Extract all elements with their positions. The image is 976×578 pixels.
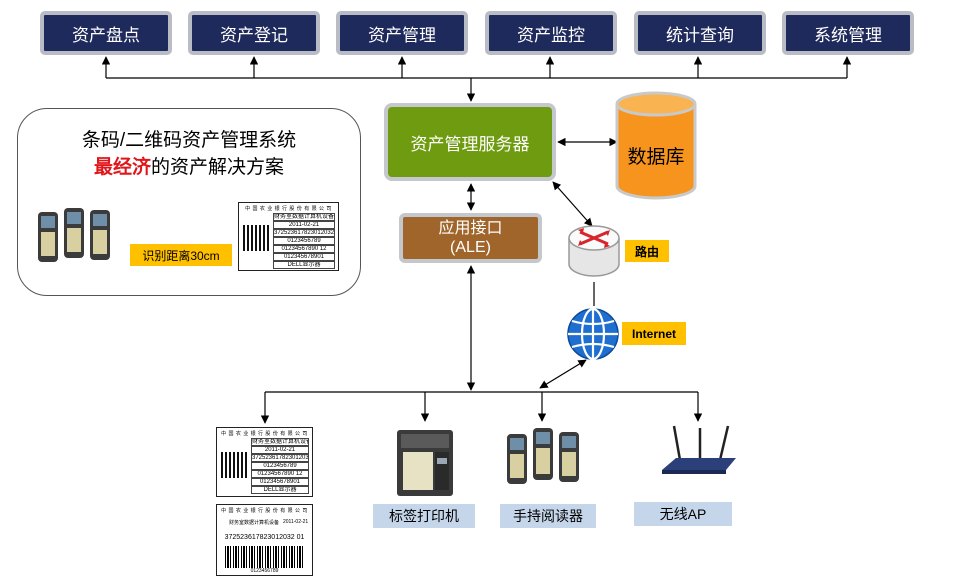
database-label: 数据库 bbox=[627, 147, 685, 168]
promo-label-code2: 01234567890 12 bbox=[273, 245, 335, 253]
database-icon bbox=[615, 91, 697, 200]
barcode-icon bbox=[225, 546, 304, 568]
bottom-asset-label: 中 国 农 业 银 行 股 份 有 限 公 司 财务室数据计算机设备 2011-… bbox=[216, 427, 313, 497]
bottom-label-code2: 01234567890 12 bbox=[251, 470, 309, 478]
promo-label-code: 3725236178230120320​1 bbox=[273, 229, 335, 237]
wireless-ap-icon bbox=[662, 425, 736, 474]
barcode-digits: 0123456789 bbox=[250, 568, 279, 574]
promo-highlight: 最经济 bbox=[93, 157, 151, 178]
module-asset-management[interactable]: 资产管理 bbox=[336, 11, 468, 55]
asset-server-label: 资产管理服务器 bbox=[410, 134, 530, 154]
scan-distance-label: 识别距离30cm bbox=[130, 244, 232, 266]
bottom-label-brand: DELL显示器 bbox=[251, 486, 309, 494]
promo-subtitle-rest: 的资产解决方案 bbox=[151, 157, 285, 178]
barcode-label-company: 中 国 农 业 银 行 股 份 有 限 公 司 bbox=[221, 508, 308, 514]
bottom-label-code: 3725236178230120320​1 bbox=[251, 454, 309, 462]
qr-code-icon bbox=[243, 225, 269, 251]
ale-label-line1: 应用接口 bbox=[438, 220, 503, 237]
barcode-label-number: 372523617823012032 01 bbox=[224, 534, 305, 541]
internet-globe-icon bbox=[567, 307, 619, 361]
promo-label-brand: DELL显示器 bbox=[273, 261, 335, 269]
ap-caption: 无线AP bbox=[634, 502, 732, 526]
handheld-caption: 手持阅读器 bbox=[500, 504, 596, 528]
barcode-label-date: 2011-02-21 bbox=[283, 519, 309, 525]
module-asset-monitoring[interactable]: 资产监控 bbox=[485, 11, 617, 55]
handheld-reader-icon bbox=[507, 428, 579, 484]
promo-title: 条码/二维码资产管理系统 bbox=[81, 130, 297, 151]
handheld-scanner-icon bbox=[38, 208, 110, 262]
promo-label-code1: 0123456789 bbox=[273, 237, 335, 245]
label-printer-icon bbox=[397, 430, 453, 496]
promo-label-dept: 财务室数据计算机设备 bbox=[273, 213, 335, 221]
qr-code-icon bbox=[221, 452, 247, 478]
bottom-label-code1: 0123456789 bbox=[251, 462, 309, 470]
module-statistics-query[interactable]: 统计查询 bbox=[634, 11, 766, 55]
barcode-label-dept: 财务室数据计算机设备 bbox=[229, 520, 280, 526]
bottom-label-company: 中 国 农 业 银 行 股 份 有 限 公 司 bbox=[221, 431, 308, 437]
module-asset-registration[interactable]: 资产登记 bbox=[188, 11, 320, 55]
bottom-label-code3: 012345678901 bbox=[251, 478, 309, 486]
module-system-management[interactable]: 系统管理 bbox=[782, 11, 914, 55]
barcode-label: 中 国 农 业 银 行 股 份 有 限 公 司 财务室数据计算机设备 2011-… bbox=[216, 504, 313, 576]
promo-subtitle: 最经济的资产解决方案 bbox=[18, 152, 360, 179]
ale-interface-box: 应用接口 (ALE) bbox=[399, 213, 542, 263]
promo-asset-label: 中 国 农 业 银 行 股 份 有 限 公 司 财务室数据计算机设备 2011-… bbox=[238, 202, 339, 271]
promo-label-company: 中 国 农 业 银 行 股 份 有 限 公 司 bbox=[245, 206, 332, 212]
internet-label: Internet bbox=[622, 322, 686, 345]
bottom-label-dept: 财务室数据计算机设备 bbox=[251, 438, 309, 446]
promo-label-code3: 012345678901 bbox=[273, 253, 335, 261]
printer-caption: 标签打印机 bbox=[373, 504, 475, 528]
router-label: 路由 bbox=[625, 240, 669, 262]
router-icon bbox=[568, 225, 620, 277]
promo-label-date: 2011-02-21 bbox=[273, 221, 335, 229]
bottom-label-date: 2011-02-21 bbox=[251, 446, 309, 454]
asset-server-box: 资产管理服务器 bbox=[384, 103, 556, 181]
ale-label-line2: (ALE) bbox=[450, 239, 491, 256]
module-asset-inventory[interactable]: 资产盘点 bbox=[40, 11, 172, 55]
